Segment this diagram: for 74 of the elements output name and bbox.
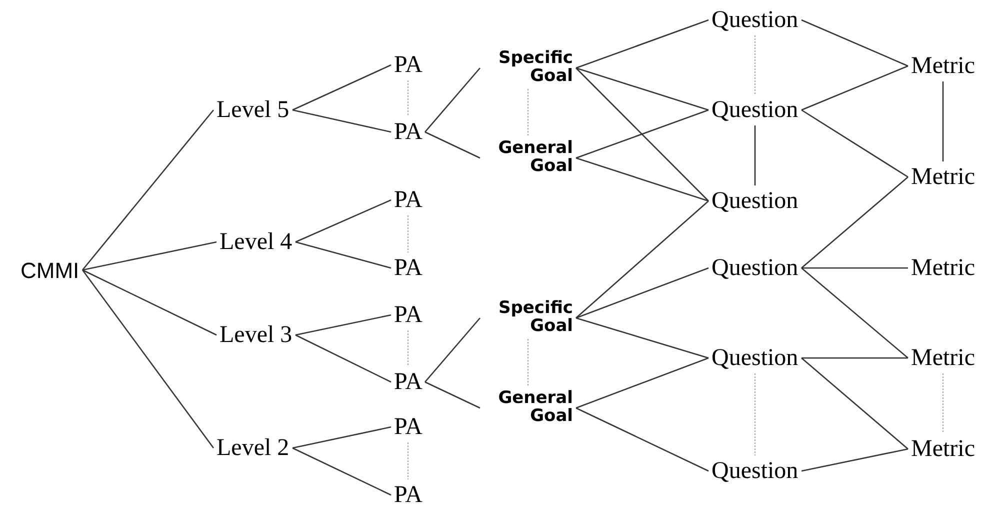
metric-label: Metric — [911, 256, 975, 281]
connector-line — [295, 241, 392, 269]
connector-line — [801, 268, 908, 358]
connector-line — [292, 64, 392, 111]
metric-label: Metric — [911, 436, 975, 462]
goal-label: Specific Goal — [483, 300, 573, 336]
level-label: Level 5 — [216, 98, 290, 123]
area-label: PA — [394, 414, 422, 440]
connector-line — [801, 65, 908, 111]
connector-line — [576, 357, 709, 409]
connector-line — [292, 109, 392, 133]
connector-line — [576, 200, 709, 318]
connector-line — [576, 267, 709, 319]
connector-line — [82, 241, 217, 271]
level-label: Level 3 — [220, 322, 292, 348]
connector-line — [802, 357, 908, 359]
connector-line — [424, 381, 480, 409]
connector-line — [576, 67, 709, 111]
question-label: Question — [712, 98, 798, 123]
goal-label: General Goal — [483, 140, 573, 176]
dotted-line — [527, 339, 529, 387]
dotted-line — [754, 36, 756, 94]
area-label: PA — [394, 482, 422, 506]
level-label: Level 4 — [220, 230, 292, 255]
goal-label: Specific Goal — [483, 50, 573, 86]
connector-line — [424, 318, 480, 382]
area-label: PA — [394, 256, 422, 281]
connector-line — [801, 109, 908, 178]
connector-line — [801, 19, 908, 67]
connector-line — [801, 448, 908, 472]
connector-line — [942, 82, 944, 162]
dotted-line — [754, 374, 756, 456]
connector-line — [576, 109, 709, 159]
connector-line — [576, 157, 709, 202]
connector-line — [424, 131, 480, 159]
connector-line — [82, 269, 217, 336]
area-label: PA — [394, 370, 422, 395]
metric-label: Metric — [911, 346, 975, 371]
connector-line — [82, 110, 214, 270]
model-label: CMMI — [20, 258, 80, 282]
connector-line — [295, 199, 392, 243]
dotted-line — [407, 80, 409, 116]
connector-line — [576, 68, 709, 202]
question-label: Question — [712, 188, 798, 214]
connector-line — [295, 334, 392, 383]
dotted-line — [527, 89, 529, 137]
area-label: PA — [394, 188, 422, 213]
question-label: Question — [712, 458, 798, 484]
question-label: Question — [712, 346, 798, 371]
metric-label: Metric — [911, 54, 975, 79]
question-label: Question — [712, 8, 798, 33]
metric-label: Metric — [911, 164, 975, 190]
dotted-line — [942, 374, 944, 434]
connector-line — [576, 407, 709, 472]
area-label: PA — [394, 52, 422, 78]
connector-line — [82, 270, 214, 448]
area-label: PA — [394, 120, 422, 145]
dotted-line — [407, 216, 409, 252]
connector-line — [801, 358, 908, 450]
goal-label: General Goal — [483, 390, 573, 426]
dotted-line — [407, 330, 409, 366]
connector-line — [576, 317, 709, 359]
connector-line — [754, 126, 756, 186]
connector-line — [801, 176, 908, 268]
dotted-line — [407, 442, 409, 480]
question-label: Question — [712, 256, 798, 281]
connector-line — [292, 426, 392, 449]
area-label: PA — [394, 302, 422, 328]
connector-line — [576, 19, 709, 69]
connector-line — [295, 314, 392, 336]
connector-line — [292, 447, 392, 496]
level-label: Level 2 — [216, 436, 290, 461]
connector-line — [802, 267, 908, 269]
connector-line — [424, 68, 480, 132]
